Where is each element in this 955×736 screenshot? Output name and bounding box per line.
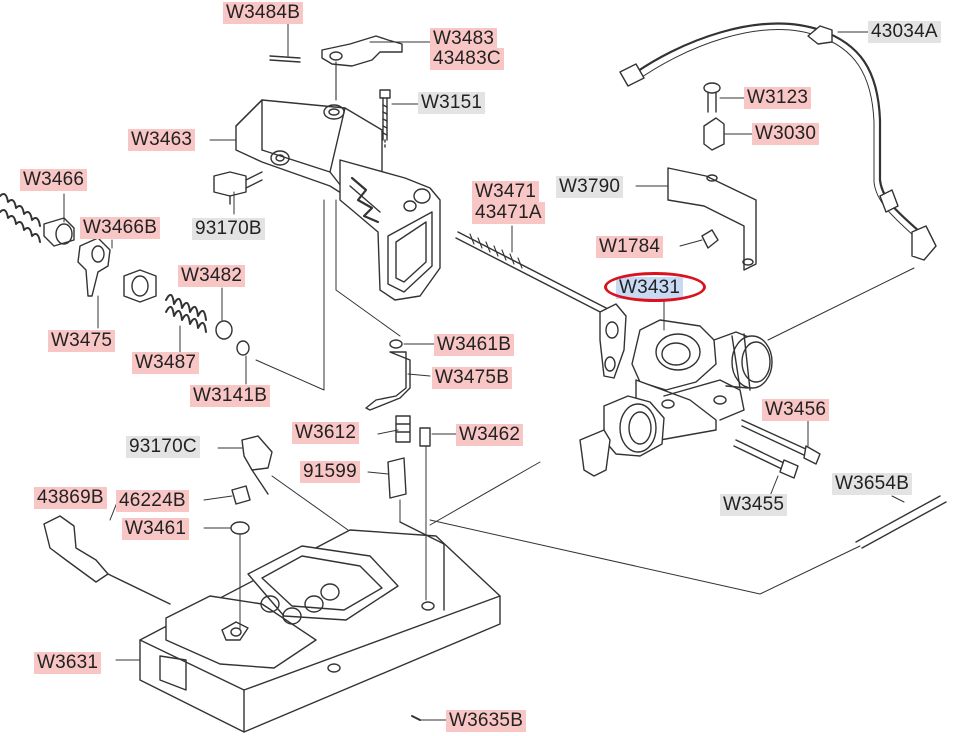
part-label-93170b[interactable]: 93170B <box>192 218 265 240</box>
bolt-part <box>741 419 821 465</box>
part-label-w1784[interactable]: W1784 <box>596 236 664 258</box>
spring-part <box>0 193 41 243</box>
part-label-w3466b[interactable]: W3466B <box>80 217 161 239</box>
part-label-w3151[interactable]: W3151 <box>418 92 486 114</box>
part-label-w3461b[interactable]: W3461B <box>434 334 515 356</box>
part-label-w3030[interactable]: W3030 <box>752 123 820 145</box>
plug-part <box>419 427 431 447</box>
part-label-43869b[interactable]: 43869B <box>34 487 107 509</box>
part-label-w3463[interactable]: W3463 <box>128 129 196 151</box>
clip-part <box>389 339 403 349</box>
part-label-46224b[interactable]: 46224B <box>116 490 189 512</box>
part-label-w3466[interactable]: W3466 <box>20 169 88 191</box>
bolt-part <box>733 439 799 479</box>
sensor-part <box>241 435 273 495</box>
part-label-w3487[interactable]: W3487 <box>132 352 200 374</box>
nut-part <box>231 485 251 505</box>
nut-part <box>701 229 719 249</box>
bolt-part <box>379 89 391 151</box>
bracket-part <box>387 457 407 499</box>
linkage-arm-part <box>269 35 403 101</box>
washer-part <box>215 320 233 340</box>
part-label-w3461[interactable]: W3461 <box>122 518 190 540</box>
bolt-part <box>703 82 721 113</box>
threaded-rod-part <box>455 231 627 379</box>
part-label-w3471[interactable]: W3471 <box>472 181 540 203</box>
part-label-w3790[interactable]: W3790 <box>556 176 624 198</box>
part-label-w3483[interactable]: W3483 <box>430 28 498 50</box>
part-label-w3455[interactable]: W3455 <box>720 494 788 516</box>
part-label-w3462[interactable]: W3462 <box>456 424 524 446</box>
part-label-w3456[interactable]: W3456 <box>762 399 830 421</box>
part-label-w3141b[interactable]: W3141B <box>190 385 271 407</box>
part-label-w3475[interactable]: W3475 <box>48 330 116 352</box>
lever-part <box>77 237 111 297</box>
part-label-93170c[interactable]: 93170C <box>126 436 200 458</box>
clamp-part <box>703 117 725 151</box>
bushing-part <box>123 269 157 303</box>
part-label-w3482[interactable]: W3482 <box>178 265 246 287</box>
valve-body-part <box>139 521 501 733</box>
part-label-w3635b[interactable]: W3635B <box>446 710 527 732</box>
pin-part <box>855 495 947 549</box>
part-label-w3631[interactable]: W3631 <box>34 652 102 674</box>
selection-ring <box>604 272 706 302</box>
pipe-part <box>619 22 937 261</box>
part-label-w3654b[interactable]: W3654B <box>832 473 913 495</box>
switch-part <box>43 515 171 605</box>
o-ring-part <box>236 340 250 356</box>
cap-part <box>43 217 75 247</box>
part-label-w3123[interactable]: W3123 <box>744 87 812 109</box>
part-label-w3484b[interactable]: W3484B <box>223 2 304 24</box>
bracket-part <box>667 167 757 271</box>
part-label-w3612[interactable]: W3612 <box>292 422 360 444</box>
washer-part <box>230 521 250 535</box>
part-label-43034a[interactable]: 43034A <box>868 21 941 43</box>
spring-part <box>165 293 207 333</box>
part-label-w3475b[interactable]: W3475B <box>432 367 513 389</box>
sensor-part <box>213 171 263 205</box>
part-label-43471a[interactable]: 43471A <box>472 202 545 224</box>
part-label-91599[interactable]: 91599 <box>300 461 360 483</box>
valve-housing-part <box>235 99 441 301</box>
control-valve-body-part <box>579 319 773 477</box>
part-label-43483c[interactable]: 43483C <box>430 48 504 70</box>
shift-arm-part <box>365 351 411 411</box>
fitting-part <box>395 415 411 443</box>
